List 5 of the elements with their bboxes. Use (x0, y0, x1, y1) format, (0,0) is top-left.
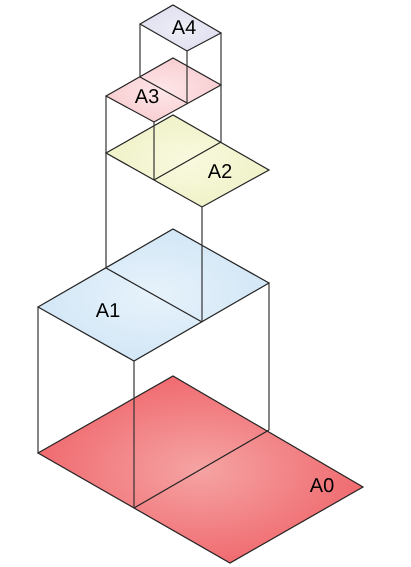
size-label: A2 (208, 162, 232, 182)
size-label: A3 (134, 87, 160, 107)
size-label: A4 (172, 18, 196, 38)
size-label: A1 (96, 301, 120, 321)
size-label: A0 (310, 476, 334, 496)
